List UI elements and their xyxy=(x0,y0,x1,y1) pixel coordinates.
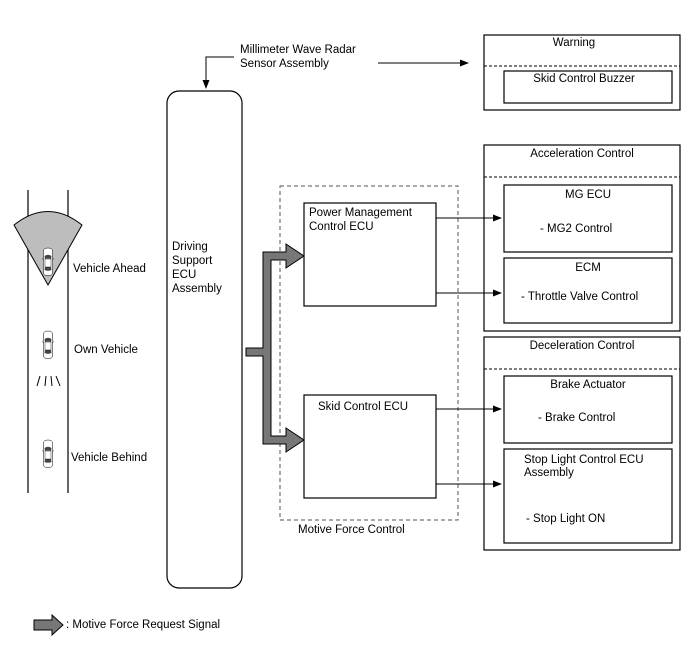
driving-support-label-line4: Assembly xyxy=(172,283,222,295)
brake-actuator-box xyxy=(503,375,673,444)
driving-support-ecu-box xyxy=(166,90,243,589)
vehicle-behind-label: Vehicle Behind xyxy=(71,452,148,464)
radar-wave-marks xyxy=(36,375,61,387)
stop-light-ecu-label-line2: Assembly xyxy=(524,467,574,479)
skid-control-buzzer-label: Skid Control Buzzer xyxy=(533,73,635,85)
own-vehicle-icon xyxy=(41,330,55,359)
deceleration-title: Deceleration Control xyxy=(529,340,635,352)
motive-force-request-signal-arrow xyxy=(245,243,305,453)
driving-support-label-line3: ECU xyxy=(172,269,197,281)
motive-force-control-area xyxy=(279,185,459,521)
brake-actuator-label: Brake Actuator xyxy=(550,379,626,391)
driving-support-label-line2: Support xyxy=(172,255,213,267)
ecm-label: ECM xyxy=(575,262,601,274)
mg-ecu-label: MG ECU xyxy=(565,189,611,201)
mg2-control-label: - MG2 Control xyxy=(540,223,613,235)
mg-ecu-box xyxy=(503,184,673,253)
stop-light-ecu-box xyxy=(503,448,673,544)
power-management-ecu-box xyxy=(303,202,437,307)
vehicle-ahead-icon xyxy=(41,247,55,276)
stop-light-on-label: - Stop Light ON xyxy=(526,513,606,525)
power-management-label-line2: Control ECU xyxy=(309,221,374,233)
driving-support-label-line1: Driving xyxy=(172,241,208,253)
vehicle-behind-icon xyxy=(41,439,55,468)
skid-control-ecu-box xyxy=(303,394,437,499)
vehicle-ahead-label: Vehicle Ahead xyxy=(73,263,146,275)
acceleration-title: Acceleration Control xyxy=(530,148,634,160)
power-management-label-line1: Power Management xyxy=(309,207,412,219)
sensor-label-line1: Millimeter Wave Radar xyxy=(240,44,356,56)
sensor-label-line2: Sensor Assembly xyxy=(240,58,329,70)
stop-light-ecu-label-line1: Stop Light Control ECU xyxy=(524,454,644,466)
legend-arrow-icon xyxy=(33,613,64,637)
sensor-connector xyxy=(202,56,234,89)
own-vehicle-label: Own Vehicle xyxy=(74,344,138,356)
skid-control-ecu-label: Skid Control ECU xyxy=(318,401,409,413)
brake-control-label: - Brake Control xyxy=(538,412,616,424)
motive-force-control-label: Motive Force Control xyxy=(298,524,405,536)
throttle-valve-control-label: - Throttle Valve Control xyxy=(521,291,639,303)
legend-label: : Motive Force Request Signal xyxy=(66,619,221,631)
skid-control-buzzer-box xyxy=(503,70,673,104)
ecm-box xyxy=(503,257,673,324)
warning-title: Warning xyxy=(552,37,596,49)
